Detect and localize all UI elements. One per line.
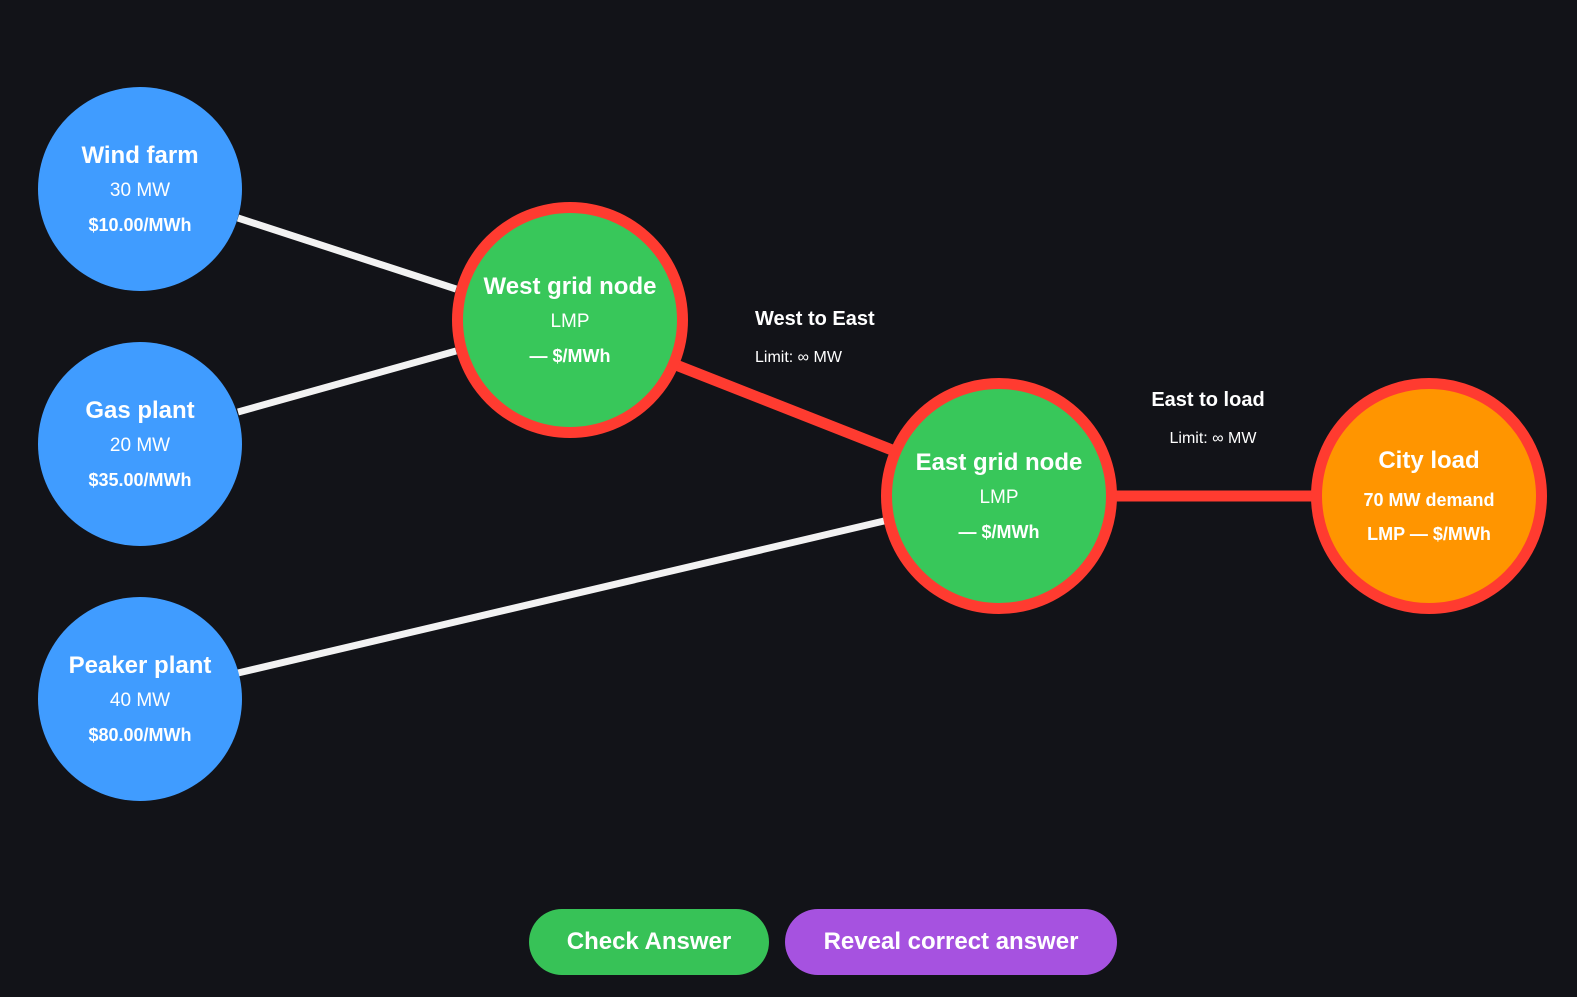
line-west-to-east[interactable] bbox=[673, 359, 895, 456]
link-label-east-to-load: East to load Limit: ∞ MW bbox=[1151, 389, 1273, 448]
generator-wind-farm[interactable]: Wind farm 30 MW $10.00/MWh bbox=[38, 87, 242, 291]
generator-name: Wind farm bbox=[81, 142, 199, 169]
load-demand: 70 MW demand bbox=[1363, 490, 1495, 510]
link-limit: Limit: ∞ MW bbox=[1169, 430, 1257, 447]
generator-price: $10.00/MWh bbox=[88, 215, 192, 235]
link-name: East to load bbox=[1151, 389, 1265, 411]
west-grid-node[interactable]: West grid node LMP — $/MWh bbox=[452, 202, 688, 438]
grid-node-name: West grid node bbox=[483, 273, 657, 300]
grid-node-lmp-label: LMP bbox=[550, 311, 590, 332]
check-answer-button[interactable]: Check Answer bbox=[529, 909, 769, 975]
generator-name: Gas plant bbox=[85, 397, 195, 424]
generator-price: $80.00/MWh bbox=[88, 725, 192, 745]
grid-node-lmp-label: LMP bbox=[979, 487, 1019, 508]
generator-peaker-plant[interactable]: Peaker plant 40 MW $80.00/MWh bbox=[38, 597, 242, 801]
generator-capacity: 30 MW bbox=[109, 180, 171, 201]
grid-node-name: East grid node bbox=[915, 449, 1083, 476]
generator-gas-plant[interactable]: Gas plant 20 MW $35.00/MWh bbox=[38, 342, 242, 546]
link-limit: Limit: ∞ MW bbox=[755, 349, 842, 366]
generator-price: $35.00/MWh bbox=[88, 470, 192, 490]
load-lmp: LMP — $/MWh bbox=[1367, 524, 1491, 544]
reveal-answer-button[interactable]: Reveal correct answer bbox=[785, 909, 1117, 975]
link-label-west-to-east: West to East Limit: ∞ MW bbox=[755, 308, 875, 367]
line-wind-to-west bbox=[236, 214, 458, 293]
line-gas-to-west bbox=[237, 347, 457, 416]
generator-capacity: 40 MW bbox=[109, 690, 171, 711]
city-load-node[interactable]: City load 70 MW demand LMP — $/MWh bbox=[1311, 378, 1547, 614]
grid-node-lmp-value: — $/MWh bbox=[958, 522, 1040, 542]
load-name: City load bbox=[1378, 447, 1480, 474]
line-peaker-to-east bbox=[237, 517, 885, 677]
east-grid-node[interactable]: East grid node LMP — $/MWh bbox=[881, 378, 1117, 614]
generator-capacity: 20 MW bbox=[109, 435, 171, 456]
grid-node-lmp-value: — $/MWh bbox=[529, 346, 611, 366]
generator-name: Peaker plant bbox=[68, 652, 212, 679]
link-name: West to East bbox=[755, 308, 875, 330]
